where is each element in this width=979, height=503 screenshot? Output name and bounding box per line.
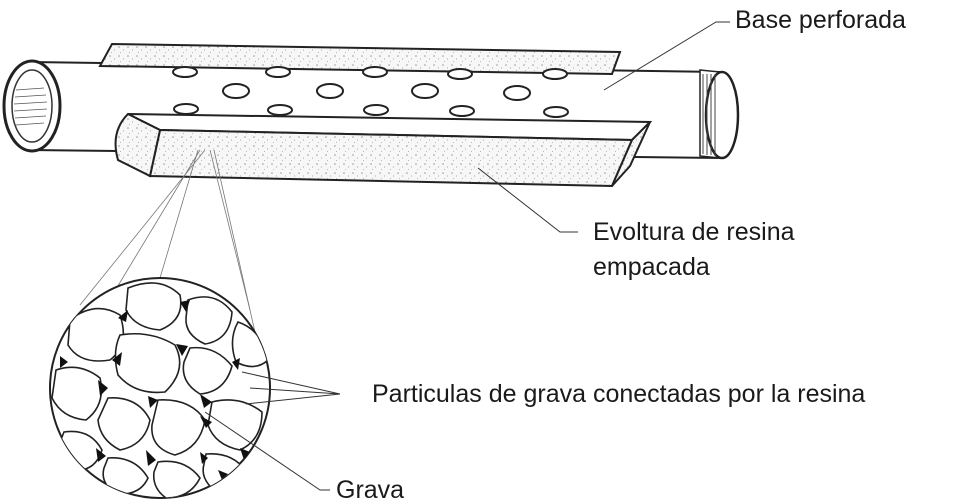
- packed-resin-wrap: [116, 114, 650, 186]
- label-base-perforada: Base perforada: [735, 6, 906, 34]
- gravel-magnified-circle: [50, 278, 270, 498]
- label-envoltura-line2: empacada: [593, 253, 710, 281]
- label-grava: Grava: [336, 476, 404, 503]
- label-envoltura-line1: Evoltura de resina: [593, 218, 795, 246]
- label-particulas: Particulas de grava conectadas por la re…: [372, 380, 865, 408]
